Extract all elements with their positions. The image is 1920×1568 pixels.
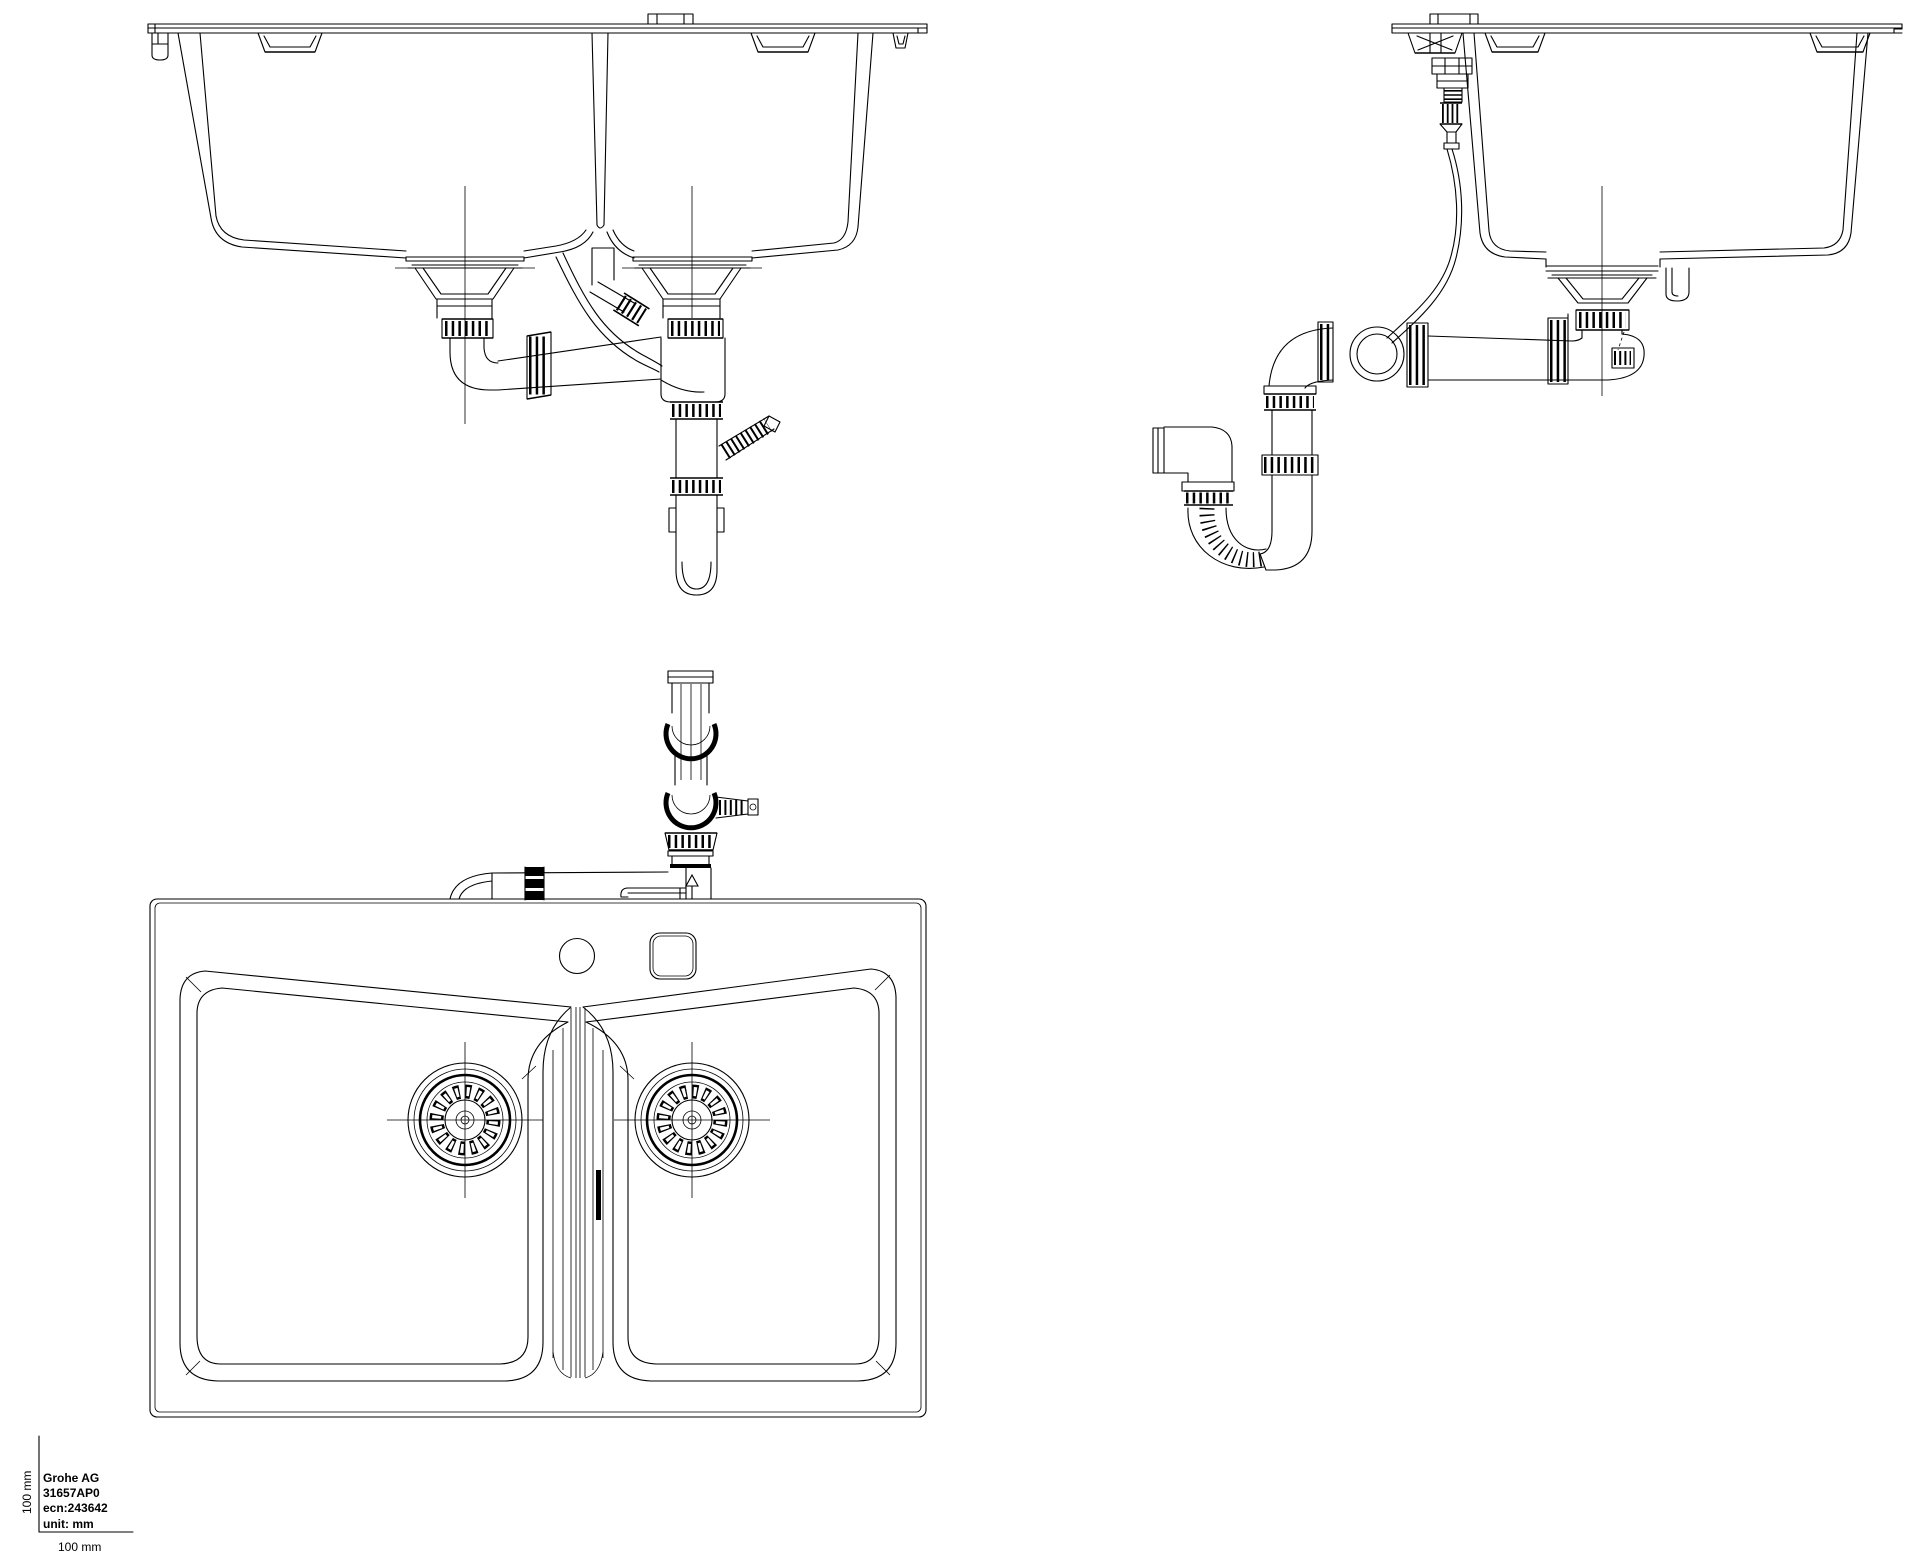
faucet-shank-side <box>1408 14 1478 149</box>
company-name: Grohe AG <box>43 1471 99 1485</box>
sink-rim-front <box>148 24 927 33</box>
mounting-clip <box>751 33 815 52</box>
plan-view <box>150 671 926 1417</box>
overflow-fitting <box>590 248 649 326</box>
standpipe-plan <box>665 671 758 899</box>
faucet-hole <box>560 939 595 974</box>
side-view <box>1153 14 1902 570</box>
bowl-left-plan <box>180 971 571 1381</box>
vertical-scale-label: 100 mm <box>20 1471 34 1514</box>
unit-label: unit: mm <box>43 1517 94 1531</box>
control-cable <box>1387 149 1462 343</box>
sink-rim-side <box>1392 24 1902 33</box>
bowl-walls-side <box>1463 33 1868 267</box>
drain-connecting-pipe <box>498 332 661 399</box>
dishwasher-spigot-front <box>719 416 780 460</box>
mounting-clip <box>1810 33 1870 52</box>
vertical-pipe-side <box>1260 410 1318 570</box>
tee-ball-side <box>1350 327 1404 381</box>
strainer-left <box>387 1042 543 1198</box>
mounting-clip <box>1485 33 1545 52</box>
drain-elbow-side <box>1572 268 1689 380</box>
faucet-shank-cap-front <box>645 14 696 24</box>
flow-arrow-icon <box>686 875 698 899</box>
trap-assembly-plan <box>450 671 758 900</box>
bowl-right-plan <box>583 969 896 1381</box>
strainer-right <box>614 1042 770 1198</box>
centerlines-front <box>395 186 762 424</box>
part-number: 31657AP0 <box>43 1486 100 1500</box>
corrugated-hose <box>1188 508 1266 568</box>
mounting-clip <box>258 33 322 52</box>
horizontal-scale-label: 100 mm <box>58 1540 101 1554</box>
end-clamp-bracket <box>152 33 168 60</box>
divider-overflow-slot <box>596 1170 601 1220</box>
down-elbow-side <box>1264 322 1333 410</box>
wall-outlet-elbow <box>1153 427 1234 505</box>
drain-tee-front <box>661 338 725 402</box>
accessory-hole <box>650 933 696 979</box>
bowl-walls-front <box>178 33 873 258</box>
mounting-clip <box>893 33 908 48</box>
horizontal-pipe-side <box>1407 314 1608 387</box>
outlet-standpipe-front <box>669 402 724 595</box>
ecn-number: ecn:243642 <box>43 1501 108 1515</box>
title-block: Grohe AG 31657AP0 ecn:243642 unit: mm 10… <box>20 1436 133 1554</box>
right-strainer-assembly-front <box>633 257 752 338</box>
divider-plan <box>553 1007 603 1378</box>
overflow-hose-front <box>556 253 662 372</box>
front-view <box>148 14 927 595</box>
